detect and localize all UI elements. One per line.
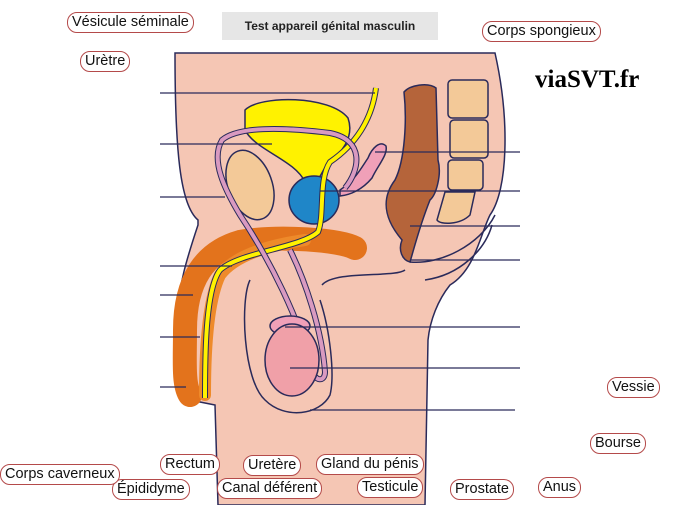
label-corps-spongieux[interactable]: Corps spongieux <box>482 21 601 42</box>
label-gland-du-penis[interactable]: Gland du pénis <box>316 454 424 475</box>
label-corps-caverneux[interactable]: Corps caverneux <box>0 464 120 485</box>
label-anus[interactable]: Anus <box>538 477 582 498</box>
spine <box>436 79 489 225</box>
prostate-gland <box>288 175 340 225</box>
page-title: Test appareil génital masculin <box>222 12 438 40</box>
answer-lines <box>160 92 520 411</box>
scrotum-outline <box>243 269 406 414</box>
label-testicule[interactable]: Testicule <box>357 477 424 498</box>
label-epididyme[interactable]: Épididyme <box>112 479 190 500</box>
label-vessie[interactable]: Vessie <box>607 377 660 398</box>
label-canal-deferent[interactable]: Canal déférent <box>217 478 323 499</box>
label-uretere[interactable]: Uretère <box>243 455 302 476</box>
label-bourse[interactable]: Bourse <box>590 433 646 454</box>
testis <box>264 323 320 397</box>
rectum <box>385 84 441 263</box>
label-uretre[interactable]: Urètre <box>80 51 131 72</box>
brand-logo: viaSVT.fr <box>535 66 640 93</box>
label-prostate[interactable]: Prostate <box>450 479 514 500</box>
label-vesicule-seminale[interactable]: Vésicule séminale <box>67 12 194 33</box>
label-rectum[interactable]: Rectum <box>160 454 220 475</box>
